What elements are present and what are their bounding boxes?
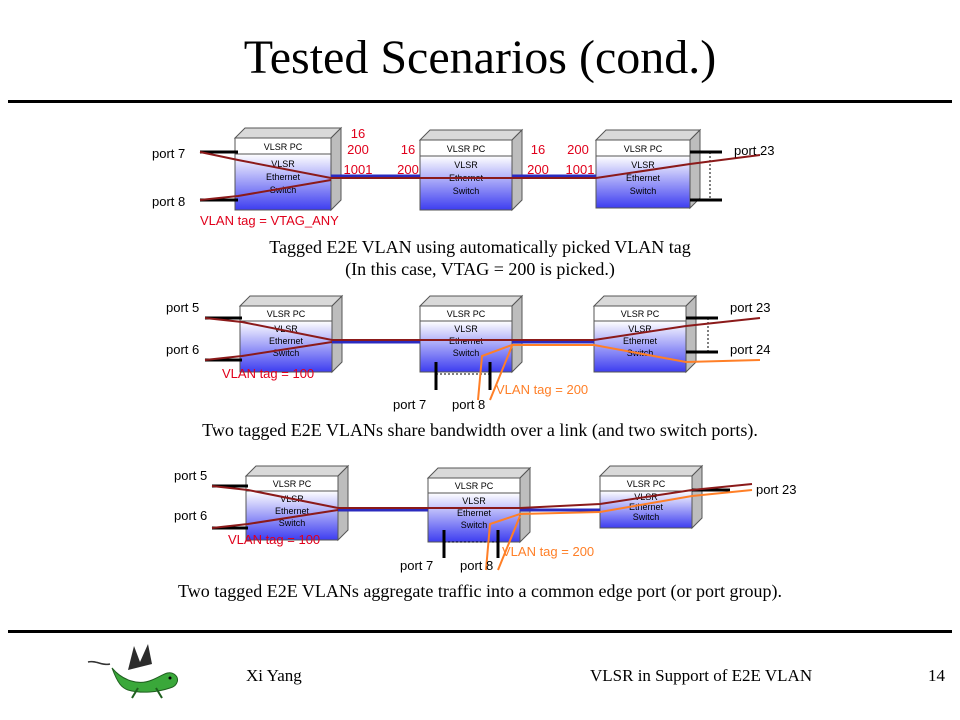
switch-pc-label: VLSR PC [627,479,666,489]
switch-switch-label: Switch [279,518,306,528]
switch-pc-label: VLSR PC [273,479,312,489]
switch-vlsr-label: VLSR [271,159,295,169]
footer-rule [8,630,952,633]
link-label: 16 [351,126,365,141]
caption-line: Tagged E2E VLAN using automatically pick… [269,237,691,257]
switch-vlsr-label: VLSR [454,160,478,170]
switch-pc-label: VLSR PC [447,144,486,154]
switch-pc-label: VLSR PC [447,309,486,319]
vlan-path-b [485,489,753,571]
switch-pc-label: VLSR PC [267,309,306,319]
scenario-1-diagram: VLSR PC VLSR Ethernet Switch VLSR PC VLS… [152,126,774,228]
footer-topic: VLSR in Support of E2E VLAN [590,666,813,685]
port-label: port 8 [152,194,185,209]
switch-ethernet-label: Ethernet [629,502,664,512]
port-label: port 7 [152,146,185,161]
switch-ethernet-label: Ethernet [623,336,658,346]
switch-switch-label: Switch [453,186,480,196]
vlan-path-a [204,341,333,361]
switch-switch-label: Switch [461,520,488,530]
switch-vlsr-label: VLSR [631,160,655,170]
switch-switch-label: Switch [633,512,660,522]
port-label: port 7 [400,558,433,573]
port-label: port 23 [756,482,796,497]
switch-pc-label: VLSR PC [624,144,663,154]
switch-ethernet-label: Ethernet [626,173,661,183]
scenario-3-caption: Two tagged E2E VLANs aggregate traffic i… [178,581,782,601]
switch-ethernet-label: Ethernet [457,508,492,518]
switch-vlsr-label: VLSR [454,324,478,334]
port-label: port 8 [452,397,485,412]
vlan-tag-label: VLAN tag = 100 [228,532,320,547]
switch-ethernet-label: Ethernet [266,172,301,182]
link-label: 200 [527,162,549,177]
link-label: 1001 [344,162,373,177]
scenario-1-caption: Tagged E2E VLAN using automatically pick… [0,236,960,280]
network-diagrams: VLSR PC VLSR Ethernet Switch VLSR PC VLS… [152,126,796,573]
switch-ethernet-label: Ethernet [275,506,310,516]
switch-3c [598,464,704,530]
link-label: 16 [531,142,545,157]
switch-pc-label: VLSR PC [621,309,660,319]
switch-switch-label: Switch [273,348,300,358]
link-label: 200 [397,162,419,177]
vlan-tag-label: VLAN tag = VTAG_ANY [200,213,339,228]
link-label: 1001 [566,162,595,177]
switch-1a [233,126,343,212]
scenario-2-caption: Two tagged E2E VLANs share bandwidth ove… [202,420,758,440]
footer-author: Xi Yang [246,666,302,685]
scenario-3-diagram: VLSR PC VLSR Ethernet Switch VLSR PC VLS… [174,464,796,573]
vlan-path [199,151,761,179]
port-label: port 5 [174,468,207,483]
port-label: port 6 [174,508,207,523]
vlan-tag-label: VLAN tag = 100 [222,366,314,381]
link-label: 200 [347,142,369,157]
scenario-2-diagram: VLSR PC VLSR Ethernet Switch VLSR PC VLS… [166,294,770,412]
slide-title: Tested Scenarios (cond.) [243,31,717,84]
vlan-path-a [204,317,761,341]
switch-ethernet-label: Ethernet [269,336,304,346]
switch-pc-label: VLSR PC [455,481,494,491]
port-label: port 7 [393,397,426,412]
link-label: 16 [401,142,415,157]
vlan-path-b [497,515,521,571]
title-rule [8,100,952,103]
switch-pc-label: VLSR PC [264,142,303,152]
switch-2a [238,294,344,374]
switch-vlsr-label: VLSR [274,324,298,334]
link-label: 200 [567,142,589,157]
port-label: port 23 [734,143,774,158]
port-label: port 24 [730,342,770,357]
caption-line: (In this case, VTAG = 200 is picked.) [345,259,615,279]
vlan-path-b [489,345,513,401]
vlan-path-a [211,509,339,529]
switch-switch-label: Switch [453,348,480,358]
green-dragon-logo-icon [87,644,178,699]
vlan-path-b [477,344,761,401]
port-label: port 8 [460,558,493,573]
port-label: port 5 [166,300,199,315]
vlan-path [199,179,332,201]
switch-1c [594,128,702,210]
switch-switch-label: Switch [630,186,657,196]
vlan-path-a [211,483,753,509]
switch-2b [418,294,524,374]
port-label: port 23 [730,300,770,315]
footer-page-number: 14 [928,666,945,685]
switch-vlsr-label: VLSR [628,324,652,334]
switch-1b [418,128,524,212]
switch-switch-label: Switch [270,185,297,195]
switch-vlsr-label: VLSR [462,496,486,506]
vlan-tag-label: VLAN tag = 200 [502,544,594,559]
vlan-tag-label: VLAN tag = 200 [496,382,588,397]
port-label: port 6 [166,342,199,357]
